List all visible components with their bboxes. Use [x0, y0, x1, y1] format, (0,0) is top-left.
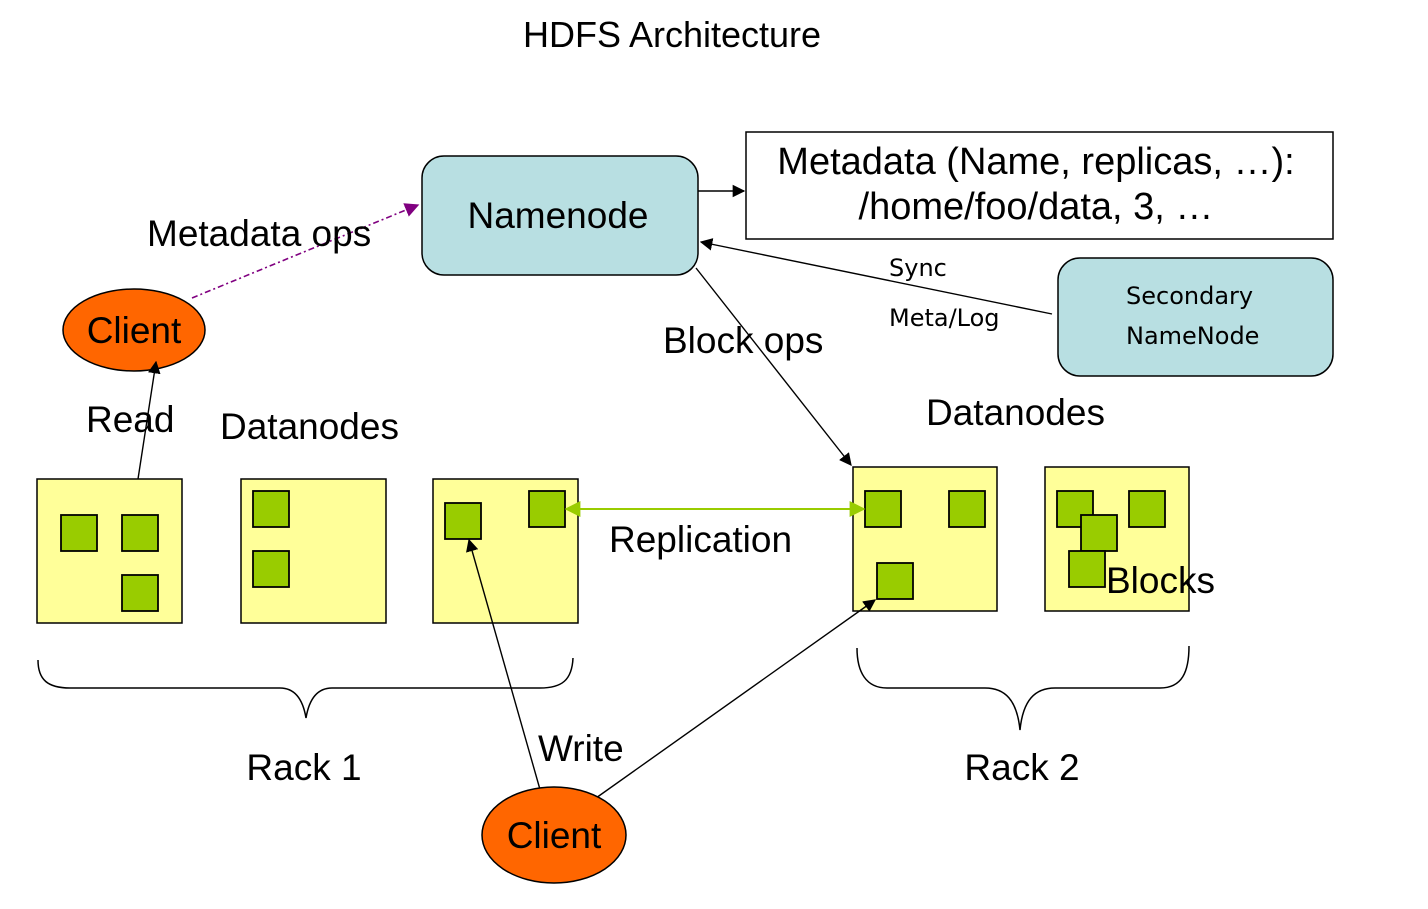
rack-2-datanodes-label: Datanodes — [926, 392, 1105, 433]
meta-log-label: Meta/Log — [889, 304, 1000, 332]
metadata-rect — [745, 131, 1334, 240]
client-label: Client — [507, 815, 602, 856]
rack-2-label: Rack 2 — [964, 747, 1079, 788]
client-read[interactable]: Client — [62, 288, 206, 372]
block — [876, 562, 914, 600]
client-label: Client — [87, 310, 182, 351]
read-label: Read — [86, 399, 174, 440]
block — [948, 490, 986, 528]
write-label: Write — [538, 728, 624, 769]
rack-1-datanodes-label: Datanodes — [220, 406, 399, 447]
datanode-box[interactable] — [36, 478, 183, 624]
rack-2 — [852, 466, 1190, 612]
secondary-namenode-box[interactable] — [1057, 257, 1334, 377]
block — [444, 502, 482, 540]
block — [60, 514, 98, 552]
sync-arrow — [699, 238, 1053, 315]
block-ops-label: Block ops — [663, 320, 823, 361]
datanode[interactable] — [36, 478, 183, 624]
datanode[interactable] — [852, 466, 998, 612]
write-arrow-rack-2 — [595, 599, 877, 799]
block — [1080, 514, 1118, 552]
block-ops-arrow — [695, 267, 852, 466]
block — [1128, 490, 1166, 528]
metadata-line-1: Metadata (Name, replicas, …): — [777, 141, 1294, 183]
block — [252, 550, 290, 588]
metadata-box: Metadata (Name, replicas, …): /home/foo/… — [745, 131, 1334, 240]
rack-1 — [36, 478, 579, 624]
rack-1-label: Rack 1 — [246, 747, 361, 788]
block — [528, 490, 566, 528]
block — [121, 514, 159, 552]
read-arrow — [135, 360, 161, 493]
secondary-namenode-line-2: NameNode — [1126, 322, 1259, 350]
client-ellipse[interactable] — [481, 786, 627, 884]
replication-label: Replication — [609, 519, 792, 560]
rack-1-brace — [37, 657, 574, 719]
rack-2-brace — [856, 645, 1190, 731]
sync-label: Sync — [889, 254, 947, 282]
metadata-ops-arrow — [191, 203, 420, 299]
namenode-label: Namenode — [467, 195, 648, 236]
block — [252, 490, 290, 528]
metadata-ops-label: Metadata ops — [147, 213, 371, 254]
datanode-box[interactable] — [852, 466, 998, 612]
namenode-box[interactable] — [421, 155, 699, 276]
block — [1068, 550, 1106, 588]
client-write[interactable]: Client — [481, 786, 627, 884]
block — [864, 490, 902, 528]
blocks-label: Blocks — [1106, 560, 1215, 601]
block — [121, 574, 159, 612]
datanode[interactable] — [240, 478, 387, 624]
datanode[interactable] — [432, 478, 579, 624]
secondary-namenode-line-1: Secondary — [1126, 282, 1253, 310]
metadata-line-2: /home/foo/data, 3, … — [859, 186, 1214, 228]
namenode[interactable]: Namenode — [421, 155, 699, 276]
client-ellipse[interactable] — [62, 288, 206, 372]
secondary-namenode[interactable]: Secondary NameNode — [1057, 257, 1334, 377]
datanode[interactable] — [1044, 466, 1190, 612]
diagram-title: HDFS Architecture — [523, 14, 821, 55]
write-arrow-rack-1 — [466, 538, 542, 794]
